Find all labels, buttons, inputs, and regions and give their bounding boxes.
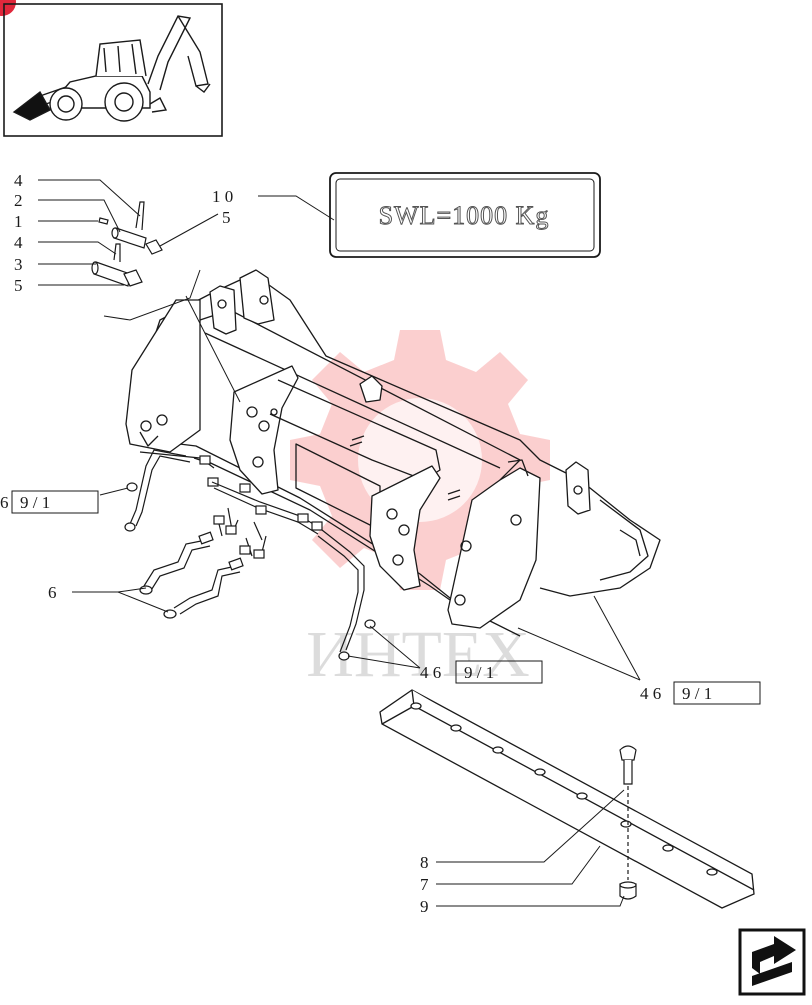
- callout-2: 2: [14, 191, 23, 210]
- reference-right-box: 9 / 1: [682, 684, 712, 703]
- swl-decal: SWL=1000 Kg: [329, 172, 601, 258]
- callout-5-left: 5: [14, 276, 23, 295]
- callout-4-lower: 4: [14, 233, 23, 252]
- pin-and-bushing-parts: [91, 201, 163, 287]
- reference-left-prefix: 6: [0, 493, 9, 512]
- reference-bottom-right: 4 6 9 / 1: [640, 681, 761, 705]
- machine-thumbnail: [3, 3, 223, 137]
- reference-left-box: 9 / 1: [20, 493, 50, 512]
- callout-6: 6: [48, 583, 57, 602]
- callout-1: 1: [14, 212, 23, 231]
- reference-bottom-center: 4 6 9 / 1: [420, 660, 543, 684]
- reference-center-box: 9 / 1: [464, 663, 494, 682]
- callout-10: 1 0: [212, 187, 233, 206]
- swl-decal-text: SWL=1000 Kg: [379, 201, 550, 230]
- callout-4-upper: 4: [14, 171, 23, 190]
- callout-8: 8: [420, 853, 429, 872]
- bolt-and-nut: [619, 745, 637, 900]
- reference-right-prefix: 4 6: [640, 684, 661, 703]
- hoses: [139, 531, 244, 619]
- next-page-arrow-icon[interactable]: [738, 928, 806, 996]
- corner-badge: [0, 0, 16, 16]
- reference-left: 6 9 / 1: [0, 490, 99, 514]
- callout-5-upper: 5: [222, 208, 231, 227]
- callout-3: 3: [14, 255, 23, 274]
- bucket-assembly: [125, 269, 661, 637]
- callout-7: 7: [420, 875, 429, 894]
- callout-labels: 4 2 1 4 3 5 1 0 5 6 8 7 9: [14, 171, 429, 916]
- leader-lines: [38, 179, 641, 907]
- hydraulic-lines: [124, 449, 376, 661]
- callout-9: 9: [420, 897, 429, 916]
- reference-center-prefix: 4 6: [420, 663, 441, 682]
- cutting-edge-blade: [379, 689, 755, 909]
